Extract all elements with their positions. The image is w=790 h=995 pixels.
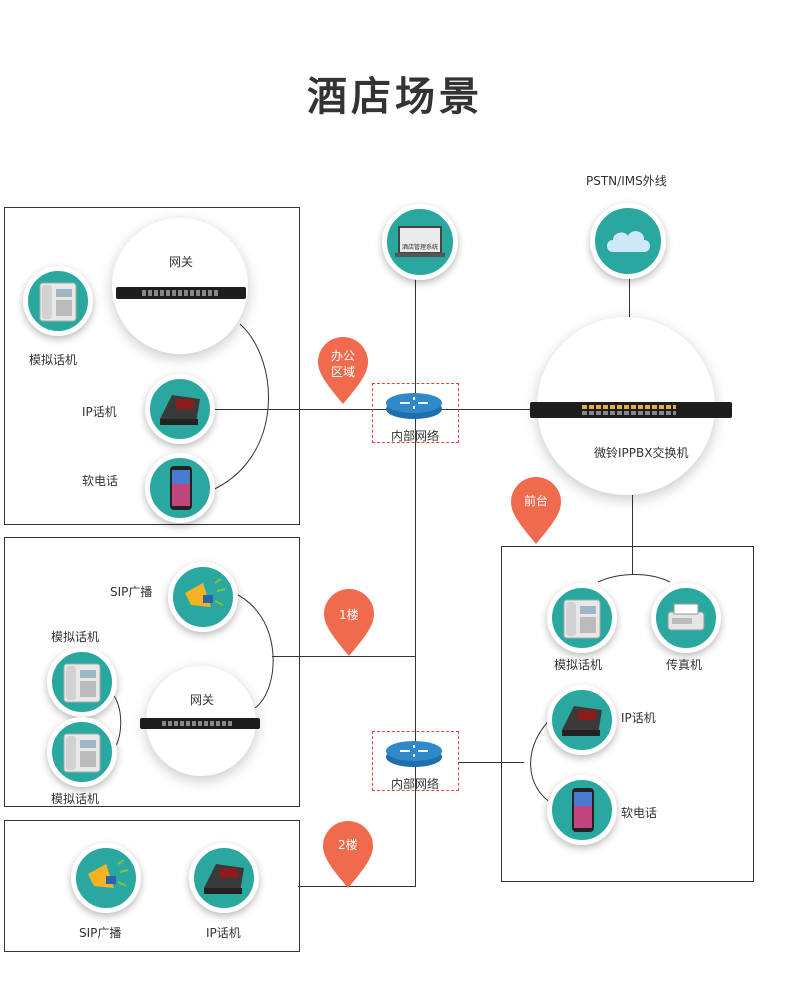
pstn-label: PSTN/IMS外线 [586, 174, 667, 188]
floor1-analog-bottom-label: 模拟话机 [51, 792, 100, 806]
front-ip-label: IP话机 [621, 711, 656, 725]
link-office-ip [208, 409, 530, 410]
laptop-icon [395, 226, 445, 257]
speaker-icon [88, 859, 129, 888]
fax-icon [667, 603, 705, 631]
map-pin-icon [318, 337, 368, 404]
map-pin-icon [511, 477, 561, 544]
floor1-analog-top[interactable] [47, 647, 117, 717]
link-front-desk [458, 762, 524, 763]
office-analog-phone[interactable] [23, 266, 93, 336]
lower-router-label: 内部网络 [391, 777, 440, 791]
front-softphone[interactable] [547, 775, 617, 845]
router-icon[interactable] [384, 391, 444, 421]
page-title: 酒店场景 [307, 74, 483, 120]
floor2-sip-broadcast[interactable] [71, 843, 141, 913]
lower-router-box [372, 731, 459, 791]
floor1-sip-label: SIP广播 [110, 585, 153, 599]
switch-icon [162, 721, 234, 726]
office-ip-label: IP话机 [82, 405, 117, 419]
pin-front-desk: 前台 [524, 494, 549, 508]
office-analog-label: 模拟话机 [29, 353, 78, 367]
floor1-analog-top-label: 模拟话机 [51, 630, 100, 644]
front-ip-phone[interactable] [547, 685, 617, 755]
switch-icon [142, 290, 218, 296]
upper-router-label: 内部网络 [391, 429, 440, 443]
ip-phone-icon [562, 706, 602, 736]
ip-phone-icon [204, 864, 244, 894]
pin-office-line1: 办公 [331, 349, 356, 363]
laptop-circle: 酒店管理系统 [382, 204, 458, 280]
cloud-icon [607, 231, 650, 252]
office-softphone-label: 软电话 [82, 474, 119, 488]
front-fax-label: 传真机 [666, 658, 703, 672]
link-floor2 [298, 886, 416, 887]
pin-office-line2: 区域 [331, 365, 356, 379]
smartphone-icon [170, 466, 192, 510]
switch-ports [582, 411, 676, 415]
link-cloud-pbx [629, 278, 630, 318]
switch-icon [582, 405, 676, 409]
analog-phone-icon [63, 663, 101, 703]
floor2-ip-label: IP话机 [206, 926, 241, 940]
speaker-icon [185, 578, 226, 607]
floor2-ip-phone[interactable] [189, 843, 259, 913]
floor1-analog-bottom[interactable] [47, 717, 117, 787]
pin-floor1: 1楼 [339, 608, 359, 622]
link-floor1 [272, 656, 416, 657]
floor1-gateway-device[interactable] [140, 718, 260, 729]
link-pbx-front [632, 495, 633, 575]
office-gateway-device[interactable] [116, 287, 246, 299]
floor1-gateway-label: 网关 [190, 693, 215, 707]
floor2-sip-label: SIP广播 [79, 926, 122, 940]
smartphone-icon [572, 788, 594, 832]
ip-phone-icon [160, 395, 200, 425]
pin-floor2: 2楼 [338, 838, 358, 852]
office-ip-phone[interactable] [145, 374, 215, 444]
cloud-circle [590, 203, 666, 279]
pbx-label: 微铃IPPBX交换机 [594, 446, 689, 460]
front-analog-label: 模拟话机 [554, 658, 603, 672]
front-softphone-label: 软电话 [621, 806, 658, 820]
front-analog-phone[interactable] [547, 583, 617, 653]
backbone-line [415, 262, 416, 887]
analog-phone-icon [563, 599, 601, 639]
front-fax[interactable] [651, 583, 721, 653]
office-softphone[interactable] [145, 453, 215, 523]
office-gateway-label: 网关 [169, 255, 194, 269]
floor1-sip-broadcast[interactable] [168, 562, 238, 632]
router-icon[interactable] [384, 739, 444, 769]
upper-router-box [372, 383, 459, 443]
laptop-screen-text: 酒店管理系统 [402, 244, 439, 251]
map-pin-icon [323, 821, 373, 888]
office-gateway-circle [112, 218, 248, 354]
map-pin-icon [324, 589, 374, 656]
analog-phone-icon [63, 733, 101, 773]
pbx-device[interactable] [530, 402, 732, 418]
analog-phone-icon [39, 282, 77, 322]
